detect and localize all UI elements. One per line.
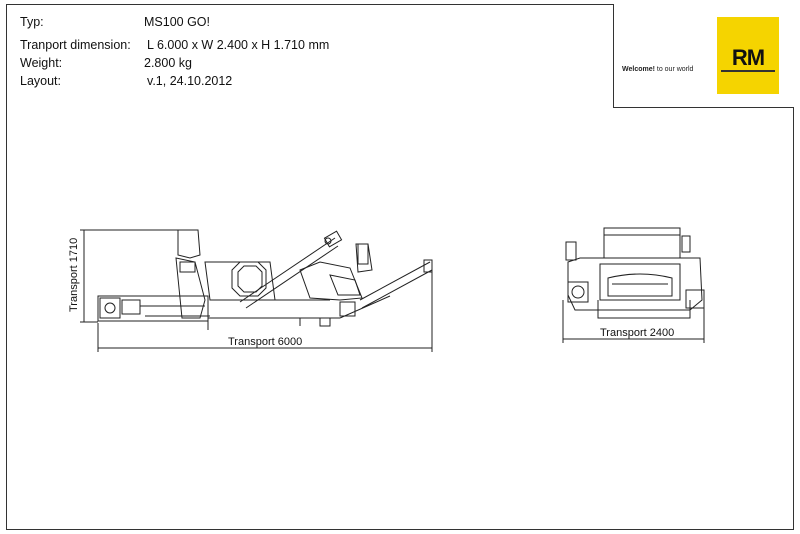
front-view-width-dimension <box>562 300 705 343</box>
spec-value: MS100 GO! <box>144 15 210 29</box>
rm-logo-text: RM <box>731 45 765 70</box>
spec-label: Layout: <box>20 74 62 88</box>
front-width-dimension-label: Transport 2400 <box>600 327 674 339</box>
spec-value: v.1, 24.10.2012 <box>147 74 233 88</box>
spec-label: Typ: <box>20 15 44 29</box>
side-height-dimension-label: Transport 1710 <box>68 238 80 312</box>
spec-label: Weight: <box>20 56 63 70</box>
spec-value: 2.800 kg <box>144 56 192 70</box>
drawing-sheet-frame <box>6 4 794 530</box>
spec-label: Tranport dimension: <box>20 38 131 52</box>
rm-logo: RM <box>717 17 779 94</box>
side-view-length-dimension <box>97 268 433 352</box>
front-view-machine <box>565 227 705 319</box>
logo-panel: Welcome! to our world RM <box>613 4 794 108</box>
rm-logo-underline <box>721 70 775 72</box>
side-length-dimension-label: Transport 6000 <box>228 336 302 348</box>
logo-tagline: Welcome! to our world <box>622 66 694 73</box>
spec-value: L 6.000 x W 2.400 x H 1.710 mm <box>147 38 330 52</box>
side-view-machine <box>80 229 433 330</box>
